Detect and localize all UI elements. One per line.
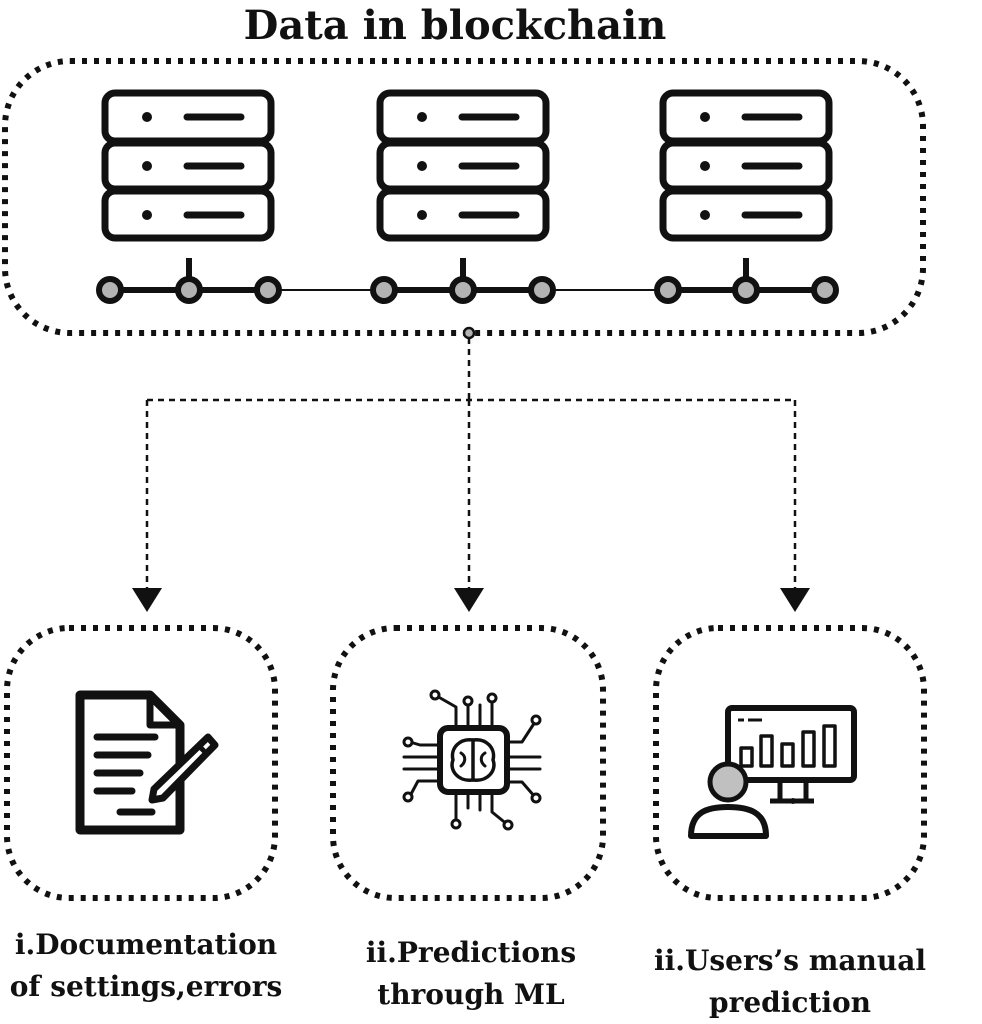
caption-documentation: i.Documentation of settings,errors <box>4 924 288 1008</box>
flow-connectors <box>145 326 797 595</box>
server-stack-icon <box>101 89 275 242</box>
output-box-documentation <box>4 625 278 901</box>
dashboard-bar <box>780 742 795 768</box>
user-avatar-body <box>688 804 769 839</box>
arrow-down-icon <box>132 588 162 612</box>
document-edit-icon <box>75 690 219 835</box>
output-box-ml-predictions <box>330 625 606 901</box>
chain-node <box>811 276 839 304</box>
dashboard-bar <box>801 730 816 768</box>
caption-line: i.Documentation <box>14 928 278 961</box>
dashboard-bar <box>822 724 837 768</box>
caption-line: ii.Users’s manual <box>653 944 927 977</box>
arrow-down-icon <box>454 588 484 612</box>
chain-node <box>370 276 398 304</box>
chain-node <box>449 276 477 304</box>
server-stack-icon <box>376 89 550 242</box>
chain-node <box>654 276 682 304</box>
chain-node <box>254 276 282 304</box>
diagram-title: Data in blockchain <box>243 2 667 49</box>
caption-ml-predictions: ii.Predictions through ML <box>340 932 602 1016</box>
chain-node <box>732 276 760 304</box>
ai-chip-brain-icon <box>402 689 542 831</box>
chain-node <box>175 276 203 304</box>
user-avatar-head <box>707 761 749 803</box>
caption-line: prediction <box>708 986 871 1019</box>
output-box-manual-prediction <box>653 625 927 901</box>
caption-manual-prediction: ii.Users’s manual prediction <box>650 940 930 1024</box>
dashboard-bar <box>759 734 774 768</box>
user-dashboard-icon <box>688 705 857 839</box>
server-stack-icon <box>659 89 833 242</box>
dashboard-bar <box>739 746 754 768</box>
chain-node <box>96 276 124 304</box>
chain-node <box>528 276 556 304</box>
caption-line: of settings,errors <box>9 970 283 1003</box>
caption-line: ii.Predictions <box>365 936 577 969</box>
caption-line: through ML <box>377 978 565 1011</box>
node-chain-icon <box>96 258 839 304</box>
arrow-down-icon <box>780 588 810 612</box>
